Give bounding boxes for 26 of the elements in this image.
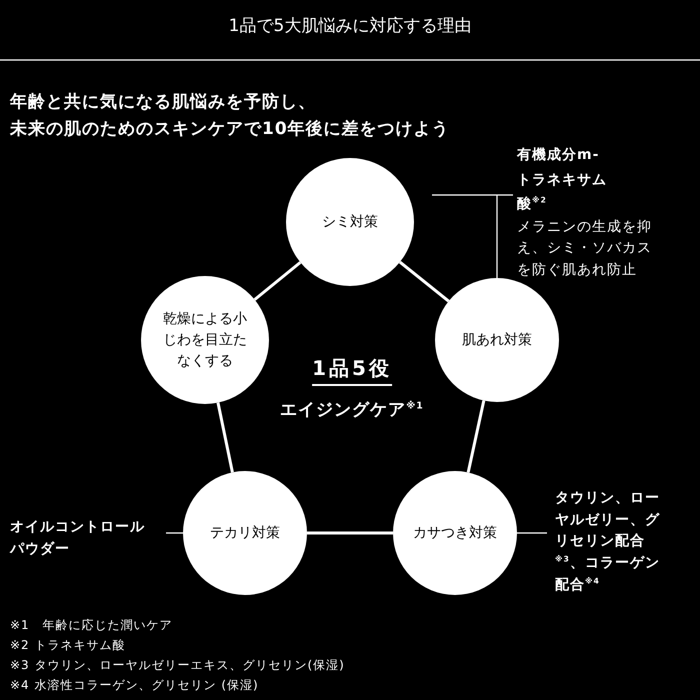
subtitle: 未来の肌のためのスキンケアで10年後に差をつけよう xyxy=(10,118,450,140)
leader-line xyxy=(517,532,547,534)
connector-line xyxy=(466,400,486,473)
connector-line xyxy=(398,260,450,302)
circle-label: カサつき対策 xyxy=(413,524,497,542)
title: 1品で5大肌悩みに対応する理由 xyxy=(228,15,472,37)
circle-label: シミ対策 xyxy=(321,212,379,232)
circle-label: テカリ対策 xyxy=(209,524,281,542)
center-heading: 1品5役 xyxy=(312,355,392,386)
footnote: ※2 トラネキサム酸 xyxy=(10,637,126,654)
center-text: エイジングケア$^{※1}$ xyxy=(280,399,424,421)
footnote: ※1 年齢に応じた潤いケア xyxy=(10,617,173,634)
subtitle: 年齢と共に気になる肌悩みを予防し、 xyxy=(10,91,316,113)
connector-line xyxy=(216,402,234,473)
leader-line xyxy=(431,194,514,279)
annotation-text: タウリン、ローヤルゼリー、グリセリン配合$^{※3}$、コラーゲン配合$^{※4}$ xyxy=(555,489,661,595)
circle-label: 肌あれ対策 xyxy=(461,330,533,350)
annotation-text: メラニンの生成を抑え、シミ・ソバカスを防ぐ肌あれ防止 xyxy=(517,218,653,280)
footnote: ※3 タウリン、ローヤルゼリーエキス、グリセリン(保湿) xyxy=(10,657,345,674)
connector-line xyxy=(254,261,302,301)
annotation-text: オイルコントロールパウダー xyxy=(10,518,146,559)
circle-label: 乾燥による小じわを目立たなくする xyxy=(162,310,248,370)
ingredient-heading: 有機成分m-トラネキサム酸$^{※2}$ xyxy=(517,146,608,214)
leader-line xyxy=(166,532,183,534)
connector-line xyxy=(307,532,393,534)
footnote: ※4 水溶性コラーゲン、グリセリン (保湿) xyxy=(10,677,259,694)
